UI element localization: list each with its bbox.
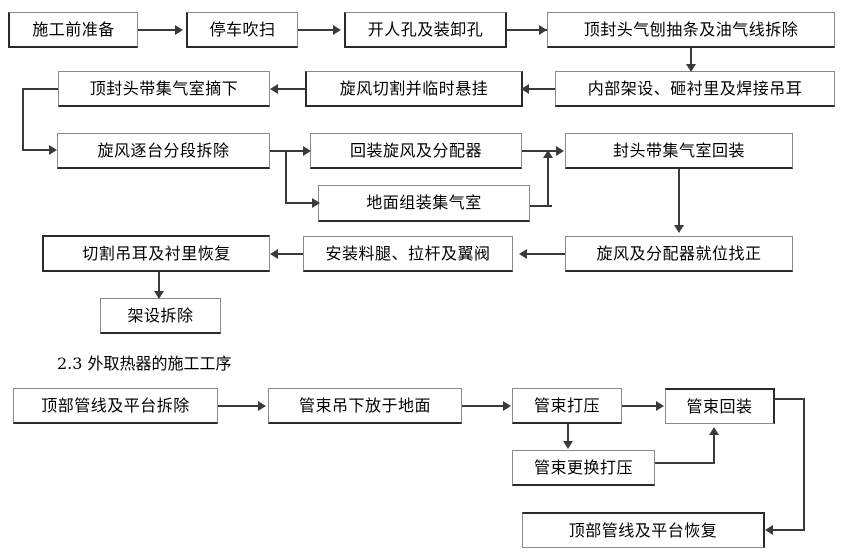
connector-n2-n3 [298, 29, 336, 31]
arrowhead-n14-n15 [154, 291, 164, 299]
node-cyclone-cutting-temp-hanging: 旋风切割并临时悬挂 [305, 71, 523, 107]
connector-n12-n13 [521, 253, 565, 255]
arrowhead-m5-m4 [709, 427, 719, 435]
arrowhead-n8-n9 [303, 146, 311, 156]
node-install-standpipe-rod-valve: 安装料腿、拉杆及翼阀 [303, 236, 513, 272]
connector-wrap-n8 [22, 149, 52, 151]
connector-m3-m5 [567, 424, 569, 444]
arrowhead-n3-n4 [539, 25, 547, 35]
node-reinstall-cyclone-distributor: 回装旋风及分配器 [310, 133, 522, 169]
connector-m1-m2 [218, 405, 262, 407]
connector-n9-merge [522, 150, 560, 152]
connector-m4-feedback-bottom [771, 529, 805, 531]
connector-m4-feedback-vertical [803, 398, 805, 530]
arrowhead-m4-m6 [765, 525, 773, 535]
connector-n8-branch-vertical [285, 150, 287, 204]
node-top-head-with-plenum-removed: 顶封头带集气室摘下 [58, 71, 270, 107]
node-top-head-gouging-removal: 顶封头气刨抽条及油气线拆除 [547, 12, 835, 48]
connector-n6-n7 [272, 88, 306, 90]
arrowhead-n2-n3 [333, 25, 341, 35]
arrowhead-m2-m3 [503, 401, 511, 411]
connector-n10-merge [530, 205, 552, 207]
arrowhead-n6-n7 [270, 84, 278, 94]
arrowhead-merge-up [543, 150, 553, 158]
arrowhead-m1-m2 [258, 401, 266, 411]
arrowhead-n11-n12 [674, 225, 684, 233]
connector-merge-vertical [547, 150, 549, 206]
node-pre-construction-preparation: 施工前准备 [8, 12, 138, 48]
arrowhead-n1-n2 [175, 25, 183, 35]
arrowhead-n13-n14 [270, 249, 278, 259]
connector-n11-n12 [678, 169, 680, 227]
connector-n1-n2 [138, 29, 178, 31]
node-cut-lug-restore-lining: 切割吊耳及衬里恢复 [42, 235, 270, 272]
node-head-with-plenum-reinstall: 封头带集气室回装 [565, 133, 793, 169]
arrowhead-n12-n13 [519, 249, 527, 259]
arrowhead-m3-m5 [563, 441, 573, 449]
arrowhead-n4-n5 [686, 64, 696, 72]
node-cyclone-sectional-dismantling: 旋风逐台分段拆除 [57, 133, 270, 169]
node-top-piping-platform-removal: 顶部管线及平台拆除 [13, 388, 218, 424]
connector-n7-wrap-top [22, 88, 60, 90]
connector-m5-up-vertical [713, 434, 715, 463]
connector-n4-n5 [690, 48, 692, 68]
node-tube-bundle-replace-pressure-test: 管束更换打压 [512, 450, 655, 486]
node-tube-bundle-lowered-to-ground: 管束吊下放于地面 [268, 388, 462, 424]
section-heading-2-3: 2.3 外取热器的施工工序 [57, 354, 232, 373]
node-cyclone-distributor-alignment: 旋风及分配器就位找正 [565, 236, 793, 272]
connector-n5-n6 [523, 88, 557, 90]
connector-n13-n14 [272, 253, 304, 255]
arrowhead-branch-n10 [312, 198, 320, 208]
node-ground-assemble-plenum: 地面组装集气室 [318, 185, 530, 222]
node-open-manhole: 开人孔及装卸孔 [344, 12, 507, 48]
connector-m2-m3 [462, 405, 506, 407]
arrowhead-n5-n6 [521, 84, 529, 94]
connector-m5-up-horizontal [655, 462, 715, 464]
arrowhead-wrap-n8 [49, 145, 57, 155]
connector-n8-n9 [270, 150, 308, 152]
node-internal-scaffold-lining-lug: 内部架设、砸衬里及焊接吊耳 [555, 71, 835, 107]
arrowhead-merge-n11 [556, 146, 564, 156]
connector-n7-wrap-vertical [22, 88, 24, 150]
arrowhead-m3-m4 [656, 401, 664, 411]
connector-m3-m4 [622, 405, 660, 407]
connector-n14-n15 [158, 272, 160, 294]
node-tube-bundle-pressure-test: 管束打压 [512, 388, 622, 424]
connector-n8-branch-n10 [285, 202, 315, 204]
node-top-piping-platform-restore: 顶部管线及平台恢复 [522, 512, 765, 548]
node-tube-bundle-reinstall: 管束回装 [665, 388, 775, 424]
node-scaffold-dismantling: 架设拆除 [100, 298, 221, 334]
node-shutdown-purge: 停车吹扫 [186, 12, 298, 48]
connector-n3-n4 [507, 29, 547, 31]
connector-m4-feedback-top [775, 398, 805, 400]
